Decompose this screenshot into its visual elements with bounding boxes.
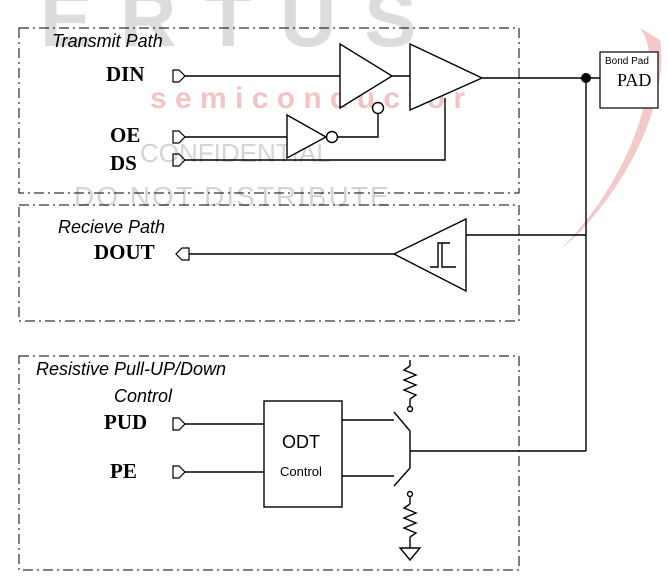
pin-pud-port <box>172 417 186 431</box>
pulldown-switch-contact <box>406 490 414 498</box>
odt-control-title: ODT <box>282 432 320 452</box>
bond-pad-title: Bond Pad <box>605 56 649 67</box>
pullup-switch-arm <box>393 411 411 432</box>
pin-pe-label: PE <box>110 459 137 483</box>
pull-control-label: Resistive Pull-UP/Down <box>36 359 226 379</box>
wire-oe-enable <box>338 114 379 138</box>
pin-din-port <box>172 69 186 83</box>
pulldown-switch-arm <box>393 467 411 487</box>
receiver-buffer <box>392 217 467 293</box>
receive-path-label: Recieve Path <box>58 217 165 237</box>
watermark: ERTUS s e m i c o n d u c t o r CONFIDEN… <box>40 0 662 250</box>
pin-ds-port <box>172 153 186 167</box>
bond-pad-label: PAD <box>617 70 651 90</box>
watermark-swoosh <box>560 28 662 250</box>
pin-pud-label: PUD <box>104 410 147 434</box>
pulldown-resistor <box>402 503 418 538</box>
pin-oe-port <box>172 130 186 144</box>
oe-inverter <box>286 113 328 160</box>
wire-ds <box>185 98 446 161</box>
pullup-resistor <box>402 365 418 400</box>
pin-ds-label: DS <box>110 151 137 175</box>
watermark-distribute: DO NOT DISTRIBUTE <box>74 181 391 212</box>
pin-dout-label: DOUT <box>94 240 155 264</box>
bond-pad <box>599 51 659 109</box>
pin-pe-port <box>172 465 186 479</box>
input-buffer <box>339 42 394 110</box>
transmit-path-block <box>18 27 520 194</box>
ground-icon <box>398 547 422 562</box>
pin-dout-port <box>175 247 190 261</box>
pin-oe-label: OE <box>110 123 140 147</box>
receive-path-block <box>18 204 520 322</box>
output-enable-bubble <box>371 101 385 115</box>
odt-control-box <box>263 400 343 508</box>
schmitt-trigger-icon <box>430 242 456 268</box>
odt-control-subtitle: Control <box>280 464 322 479</box>
pull-control-label-line2: Control <box>114 386 173 406</box>
output-buffer <box>409 42 484 112</box>
transmit-path-label: Transmit Path <box>52 31 163 51</box>
pin-din-label: DIN <box>106 62 145 86</box>
pullup-switch-contact <box>406 405 414 413</box>
oe-inverter-bubble <box>325 130 339 144</box>
pull-control-block <box>18 355 520 571</box>
pad-junction-dot <box>581 73 591 83</box>
